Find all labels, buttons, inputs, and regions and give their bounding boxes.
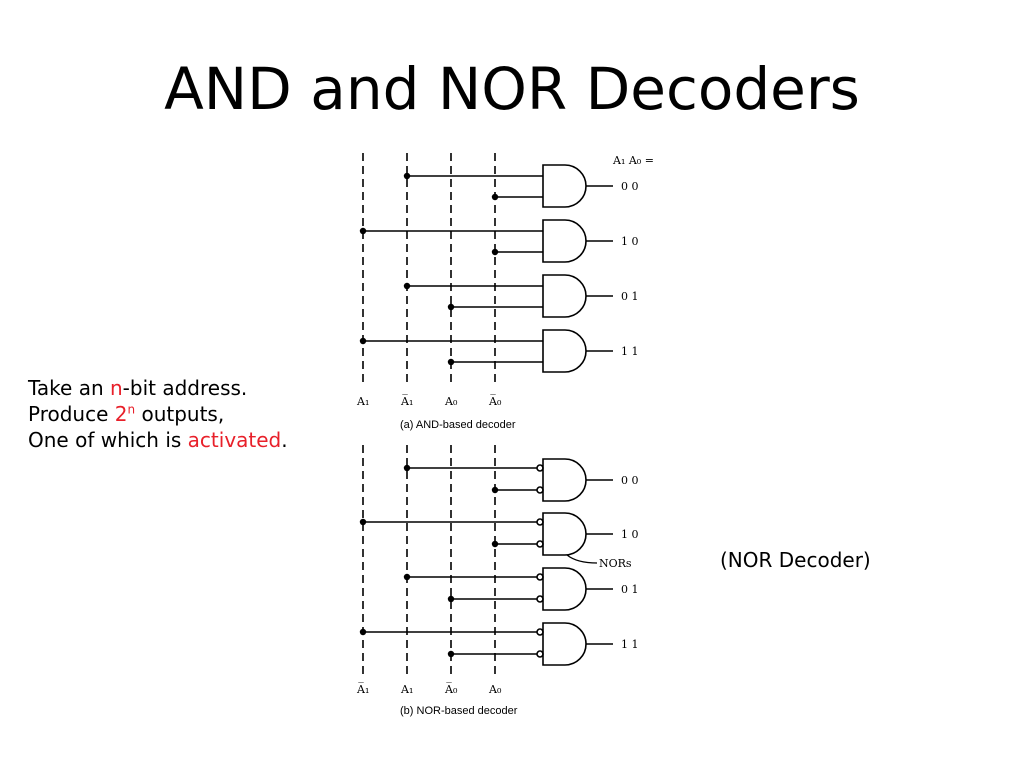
nor-gate-0 [542, 458, 587, 502]
bullet-line-2: Produce 2n outputs, [28, 401, 288, 427]
and-caption: (a) AND-based decoder [400, 419, 516, 431]
bullet-2-power: 2n [115, 402, 135, 426]
and-gate-2 [542, 274, 587, 318]
bullet-2-prefix: Produce [28, 402, 115, 426]
bullet-3-suffix: . [281, 428, 288, 452]
and-output-1: 1 0 [621, 235, 639, 248]
bullet-1-suffix: -bit address. [122, 376, 248, 400]
bullet-1-highlight: n [109, 376, 123, 400]
and-output-0: 0 0 [621, 180, 639, 193]
and-gate-0 [542, 164, 587, 208]
nor-input-label-a1-bar: A̅₁ [356, 682, 369, 696]
nor-output-0: 0 0 [621, 474, 639, 487]
bullet-3-highlight: activated [187, 428, 282, 452]
nor-gates [542, 458, 587, 666]
nor-input-label-a1: A₁ [400, 683, 413, 696]
nor-output-1: 1 0 [621, 528, 639, 541]
and-input-label-a0-bar: A̅₀ [488, 394, 502, 408]
bullet-1-prefix: Take an [28, 376, 110, 400]
slide-title: AND and NOR Decoders [164, 55, 860, 123]
nor-gate-3 [542, 622, 587, 666]
nor-input-label-a0: A₀ [488, 683, 502, 696]
and-gates [542, 164, 587, 373]
and-output-2: 0 1 [621, 290, 639, 303]
nor-caption: (b) NOR-based decoder [400, 705, 518, 717]
bullet-text: Take an n-bit address. Produce 2n output… [28, 375, 288, 453]
and-output-3: 1 1 [621, 345, 639, 358]
junction-dots [359, 172, 499, 658]
nor-output-3: 1 1 [621, 638, 639, 651]
decoder-diagram: A₁ A₀ = 0 0 1 0 0 1 1 1 A₁ A̅₁ A₀ A̅₀ (a… [356, 153, 654, 717]
bullet-3-prefix: One of which is [28, 428, 188, 452]
and-output-header: A₁ A₀ = [612, 154, 654, 167]
nor-gate-1 [542, 512, 587, 556]
bullet-2-base: 2 [114, 402, 128, 426]
nor-gate-2 [542, 567, 587, 611]
nor-output-2: 0 1 [621, 583, 639, 596]
and-input-label-a1: A₁ [356, 395, 369, 408]
nor-decoder-note: (NOR Decoder) [720, 548, 871, 572]
and-gate-3 [542, 329, 587, 373]
and-input-label-a1-bar: A̅₁ [400, 394, 413, 408]
bullet-line-1: Take an n-bit address. [28, 375, 288, 401]
bullet-line-3: One of which is activated. [28, 427, 288, 453]
and-gate-1 [542, 219, 587, 263]
bullet-2-suffix: outputs, [135, 402, 225, 426]
nor-input-label-a0-bar: A̅₀ [444, 682, 458, 696]
nor-gates-label: NORs [599, 557, 632, 570]
and-input-label-a0: A₀ [444, 395, 458, 408]
inversion-bubbles [536, 464, 544, 658]
bullet-2-exponent: n [127, 402, 136, 417]
